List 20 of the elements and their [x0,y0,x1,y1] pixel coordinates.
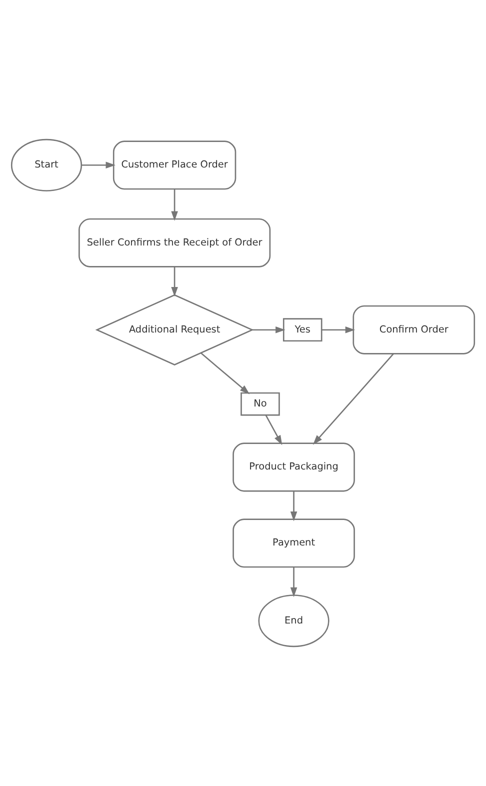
node-box: Payment [232,518,355,568]
arrow [200,352,250,394]
node-ellipse: End [258,594,330,648]
arrow [312,353,394,445]
node-box: Product Packaging [232,442,355,492]
arrow [171,266,178,297]
node-box: Yes [282,318,322,342]
node-diamond: Additional Request [95,294,254,366]
arrow [82,162,116,169]
node-box: Customer Place Order [112,140,236,190]
node-box: Confirm Order [352,305,476,354]
arrow [290,491,298,522]
node-box: No [240,392,280,416]
arrow [171,189,178,221]
node-box: Seller Confirms the Receipt of Order [78,218,271,268]
arrow [265,415,282,446]
arrow [252,326,286,334]
arrow [290,567,298,598]
arrow [322,326,356,334]
node-ellipse: Start [10,138,82,192]
